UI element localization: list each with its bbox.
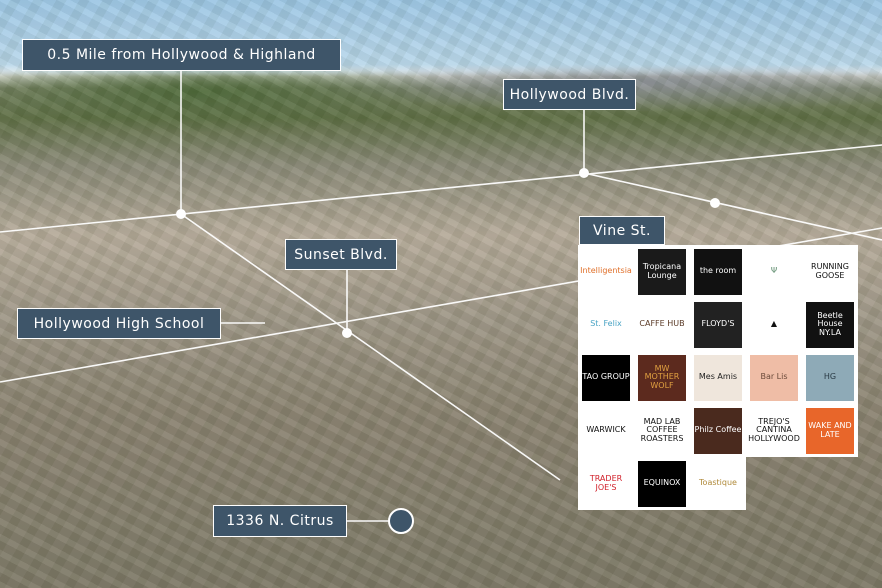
logo-cell: TAO GROUP bbox=[578, 351, 634, 404]
sunset-dot bbox=[342, 328, 352, 338]
logo-cell: Mes Amis bbox=[690, 351, 746, 404]
logo-text: TREJO'S CANTINA HOLLYWOOD bbox=[748, 407, 800, 454]
logo-cell: Ψ bbox=[746, 245, 802, 298]
logo-text: ▲ bbox=[750, 301, 798, 348]
logo-cell: HG bbox=[802, 351, 858, 404]
logo-cell: CAFFE HUB bbox=[634, 298, 690, 351]
hollywood-blvd-dot bbox=[579, 168, 589, 178]
logo-text: St. Felix bbox=[582, 301, 630, 348]
logo-text: Bar Lis bbox=[750, 354, 798, 401]
logo-text: Tropicana Lounge bbox=[638, 248, 686, 295]
logo-cell: TRADER JOE'S bbox=[578, 457, 634, 510]
highland-diagonal-line bbox=[180, 213, 561, 481]
logo-text: Beetle House NY.LA bbox=[806, 301, 854, 348]
logo-text: FLOYD'S bbox=[694, 301, 742, 348]
logo-cell: Bar Lis bbox=[746, 351, 802, 404]
logo-text: HG bbox=[806, 354, 854, 401]
logo-cell: MAD LAB COFFEE ROASTERS bbox=[634, 404, 690, 457]
logo-text: TAO GROUP bbox=[582, 354, 630, 401]
highland-label: 0.5 Mile from Hollywood & Highland bbox=[22, 39, 341, 71]
logo-cell: MW MOTHER WOLF bbox=[634, 351, 690, 404]
logo-text: WARWICK bbox=[582, 407, 630, 454]
logo-cell: WAKE AND LATE bbox=[802, 404, 858, 457]
logo-text: WAKE AND LATE bbox=[806, 407, 854, 454]
logo-cell: Beetle House NY.LA bbox=[802, 298, 858, 351]
logo-cell: RUNNING GOOSE bbox=[802, 245, 858, 298]
logo-text: the room bbox=[694, 248, 742, 295]
logo-cell: FLOYD'S bbox=[690, 298, 746, 351]
logo-text: MW MOTHER WOLF bbox=[638, 354, 686, 401]
logo-text: TRADER JOE'S bbox=[582, 460, 630, 507]
logo-cell: Toastique bbox=[690, 457, 746, 510]
logo-text: Mes Amis bbox=[694, 354, 742, 401]
property-marker bbox=[388, 508, 414, 534]
property-label: 1336 N. Citrus bbox=[213, 505, 347, 537]
vine-st-label: Vine St. bbox=[579, 216, 665, 245]
highland-dot bbox=[176, 209, 186, 219]
logo-text: Toastique bbox=[694, 460, 742, 507]
vine-st-line bbox=[583, 172, 882, 241]
high-school-label: Hollywood High School bbox=[17, 308, 221, 339]
logo-cell: Intelligentsia bbox=[578, 245, 634, 298]
logo-text: Ψ bbox=[750, 248, 798, 295]
logo-cell: Philz Coffee bbox=[690, 404, 746, 457]
hollywood-blvd-label: Hollywood Blvd. bbox=[503, 79, 636, 110]
logo-text: MAD LAB COFFEE ROASTERS bbox=[638, 407, 686, 454]
logo-text: Intelligentsia bbox=[580, 248, 632, 295]
sunset-blvd-label: Sunset Blvd. bbox=[285, 239, 397, 270]
vine-dot bbox=[710, 198, 720, 208]
logo-cell: St. Felix bbox=[578, 298, 634, 351]
logo-text: Philz Coffee bbox=[694, 407, 742, 454]
logo-cell: the room bbox=[690, 245, 746, 298]
logo-cell: EQUINOX bbox=[634, 457, 690, 510]
logo-cell: ▲ bbox=[746, 298, 802, 351]
hollywood-blvd-line bbox=[0, 144, 882, 233]
logo-cell: TREJO'S CANTINA HOLLYWOOD bbox=[746, 404, 802, 457]
logo-text: EQUINOX bbox=[638, 460, 686, 507]
logo-cell: WARWICK bbox=[578, 404, 634, 457]
logo-cell: Tropicana Lounge bbox=[634, 245, 690, 298]
logo-text: RUNNING GOOSE bbox=[806, 248, 854, 295]
logo-text: CAFFE HUB bbox=[638, 301, 686, 348]
